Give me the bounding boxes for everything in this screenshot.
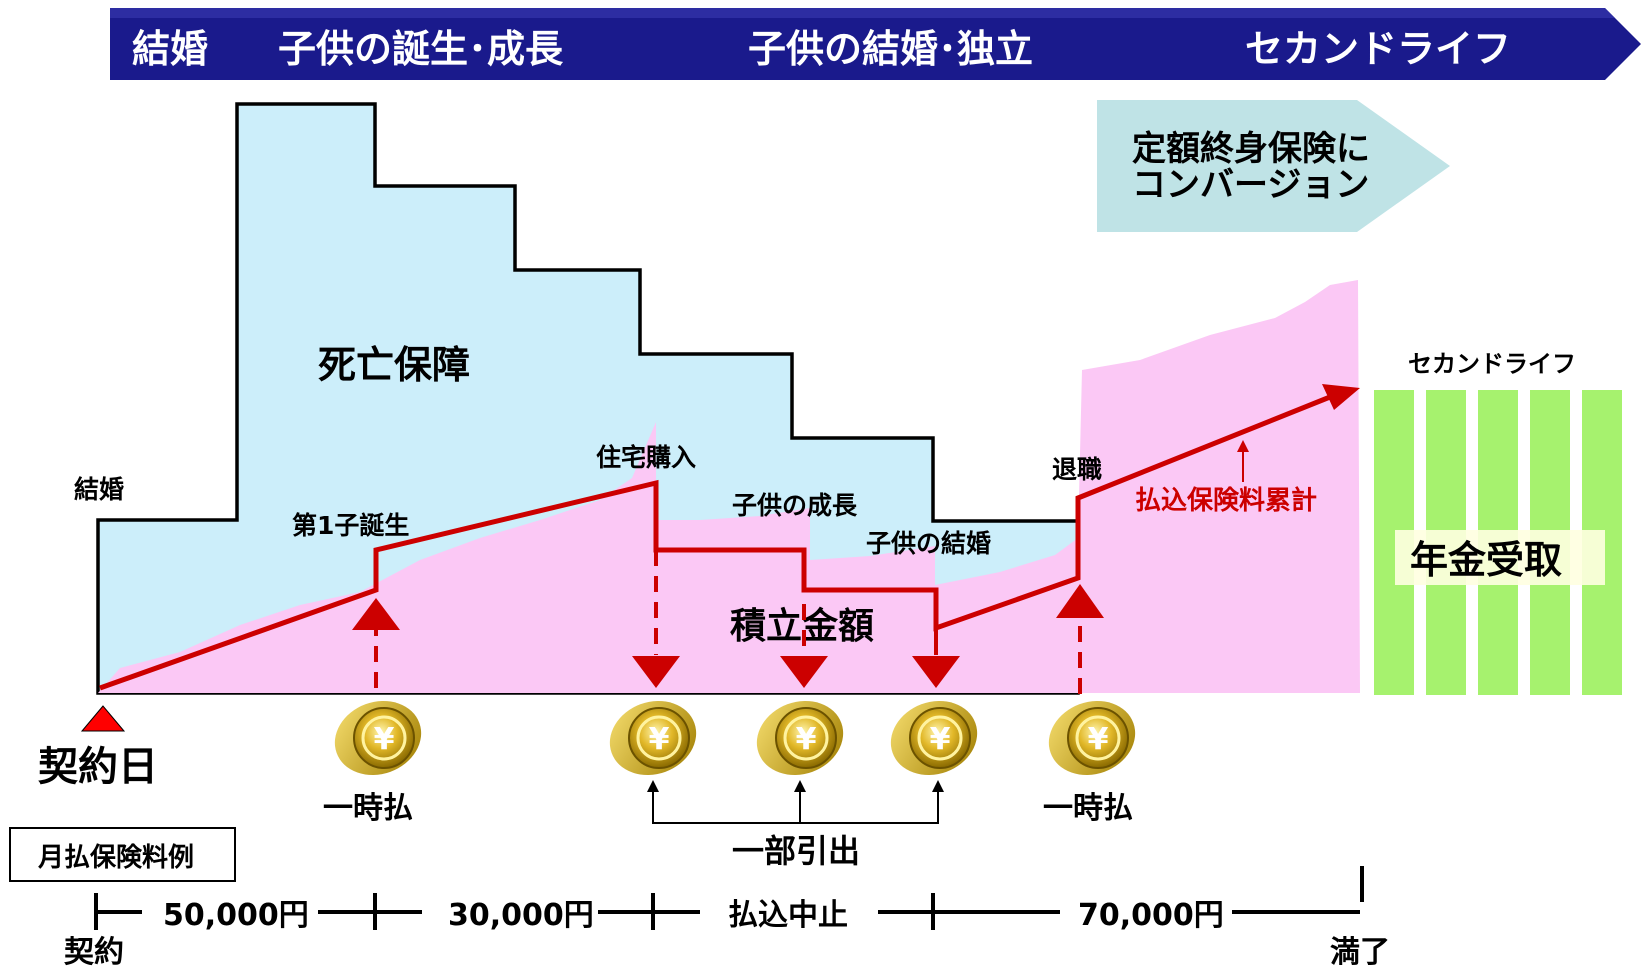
lump-sum-label-2: 一時払	[1043, 791, 1133, 826]
event-house-purchase: 住宅購入	[596, 443, 696, 472]
monthly-example-label: 月払保険料例	[37, 842, 194, 873]
timeline-start-label: 契約	[64, 935, 124, 967]
event-marriage: 結婚	[74, 475, 124, 504]
event-retirement: 退職	[1052, 455, 1102, 484]
timeline-segment-4: 70,000円	[1078, 898, 1224, 933]
coin-lump-sum-1: ¥	[334, 700, 422, 776]
event-first-child: 第1子誕生	[292, 511, 409, 540]
withdrawal-arrow-3	[912, 600, 960, 688]
pension-bars	[1374, 390, 1622, 695]
event-child-marriage: 子供の結婚	[866, 529, 991, 558]
contract-date-marker	[80, 705, 126, 732]
death-benefit-label: 死亡保障	[318, 343, 470, 387]
conversion-arrow-shape	[1097, 100, 1450, 232]
coin-withdrawal-2: ¥	[756, 700, 844, 776]
monthly-example-box	[9, 827, 236, 882]
banner-arrow-shape	[110, 8, 1641, 80]
timeline-segment-2: 30,000円	[448, 898, 594, 933]
timeline-segment-3: 払込中止	[728, 898, 848, 933]
yen-icon: ¥	[374, 722, 395, 757]
pension-label-bg	[1395, 530, 1605, 585]
pension-label: 年金受取	[1410, 538, 1562, 582]
yen-icon: ¥	[796, 722, 817, 757]
timeline-segment-1: 50,000円	[163, 898, 309, 933]
coin-lump-sum-2: ¥	[1048, 700, 1136, 776]
lump-sum-arrow-2	[1056, 584, 1104, 694]
premium-label-pointer	[1237, 440, 1249, 482]
death-benefit-area	[96, 102, 1080, 695]
event-child-growth: 子供の成長	[732, 491, 858, 520]
yen-icon: ¥	[1088, 722, 1109, 757]
conversion-line1: 定額終身保険に	[1132, 129, 1370, 169]
banner-highlight	[110, 8, 1615, 18]
partial-withdrawal-bracket	[652, 790, 939, 824]
stage-second-life: セカンドライフ	[1245, 27, 1511, 71]
stage-child-marriage-independence: 子供の結婚･独立	[748, 27, 1033, 71]
premium-cumulative-line	[99, 392, 1336, 691]
conversion-box: 定額終身保険に コンバージョン	[1097, 100, 1450, 232]
life-stage-banner: 結婚 子供の誕生･成長 子供の結婚･独立 セカンドライフ	[110, 8, 1641, 80]
premium-line-arrowhead	[1322, 384, 1360, 410]
contract-date-label: 契約日	[38, 744, 158, 790]
withdrawal-arrow-2	[780, 604, 828, 688]
yen-icon: ¥	[649, 722, 670, 757]
lump-sum-label-1: 一時払	[323, 791, 413, 826]
second-life-label: セカンドライフ	[1408, 350, 1576, 378]
partial-withdrawal-label: 一部引出	[732, 832, 860, 870]
coin-withdrawal-3: ¥	[890, 700, 978, 776]
conversion-line2: コンバージョン	[1132, 165, 1369, 205]
bracket-arrowheads	[647, 780, 944, 792]
stage-marriage: 結婚	[132, 27, 208, 71]
premium-timeline	[94, 866, 1364, 930]
lump-sum-arrow-1	[352, 598, 400, 688]
withdrawal-arrow-1	[632, 550, 680, 688]
premium-cumulative-label: 払込保険料累計	[1135, 485, 1317, 516]
timeline-end-label: 満了	[1330, 935, 1390, 967]
coin-withdrawal-1: ¥	[609, 700, 697, 776]
yen-icon: ¥	[930, 722, 951, 757]
stage-child-birth-growth: 子供の誕生･成長	[278, 27, 564, 71]
